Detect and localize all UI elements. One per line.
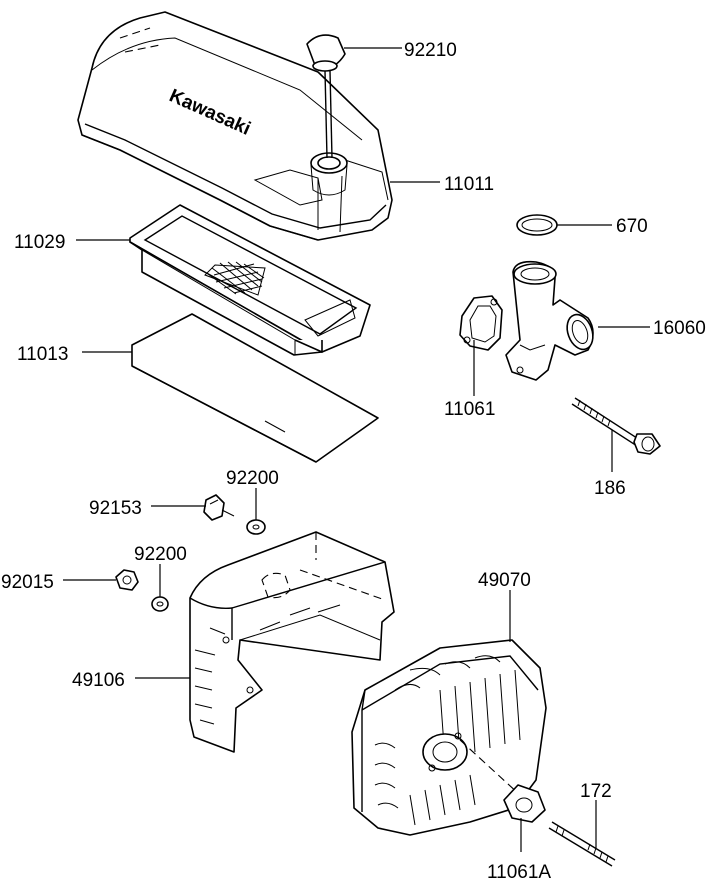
label-172: 172 [580, 781, 612, 802]
label-92210: 92210 [404, 40, 457, 61]
label-11013: 11013 [17, 344, 68, 365]
muffler [351, 639, 547, 836]
label-92200-upper: 92200 [226, 468, 279, 489]
label-11061: 11061 [444, 399, 495, 420]
label-11029: 11029 [14, 232, 65, 253]
label-92015: 92015 [1, 572, 54, 593]
bolt-92153 [203, 494, 235, 521]
air-cleaner-cover: Kawasaki [77, 11, 393, 241]
label-49070: 49070 [478, 570, 531, 591]
o-ring-670 [516, 214, 558, 236]
label-49106: 49106 [72, 670, 125, 691]
pre-cleaner-pad [131, 313, 379, 463]
washer-92200-lower [151, 596, 169, 612]
label-11061A: 11061A [487, 862, 551, 883]
gasket-11061A [503, 784, 546, 823]
nut-92015 [115, 569, 139, 591]
oil-cap-92210 [306, 34, 346, 159]
air-inlet-elbow [505, 260, 594, 381]
air-filter-element [129, 204, 371, 356]
bolt-186 [571, 397, 661, 455]
label-670: 670 [616, 216, 648, 237]
label-186: 186 [594, 478, 626, 499]
stud-bolt-172 [548, 821, 616, 867]
part-number-labels: 92210 11011 11029 670 16060 11013 11061 … [1, 40, 706, 883]
washer-92200-upper [246, 519, 266, 535]
label-92153: 92153 [89, 498, 142, 519]
gasket-11061 [459, 295, 503, 351]
leader-lines [63, 47, 650, 852]
label-92200-lower: 92200 [134, 544, 187, 565]
muffler-guard [189, 531, 395, 753]
label-16060: 16060 [653, 318, 706, 339]
label-11011: 11011 [444, 174, 494, 195]
